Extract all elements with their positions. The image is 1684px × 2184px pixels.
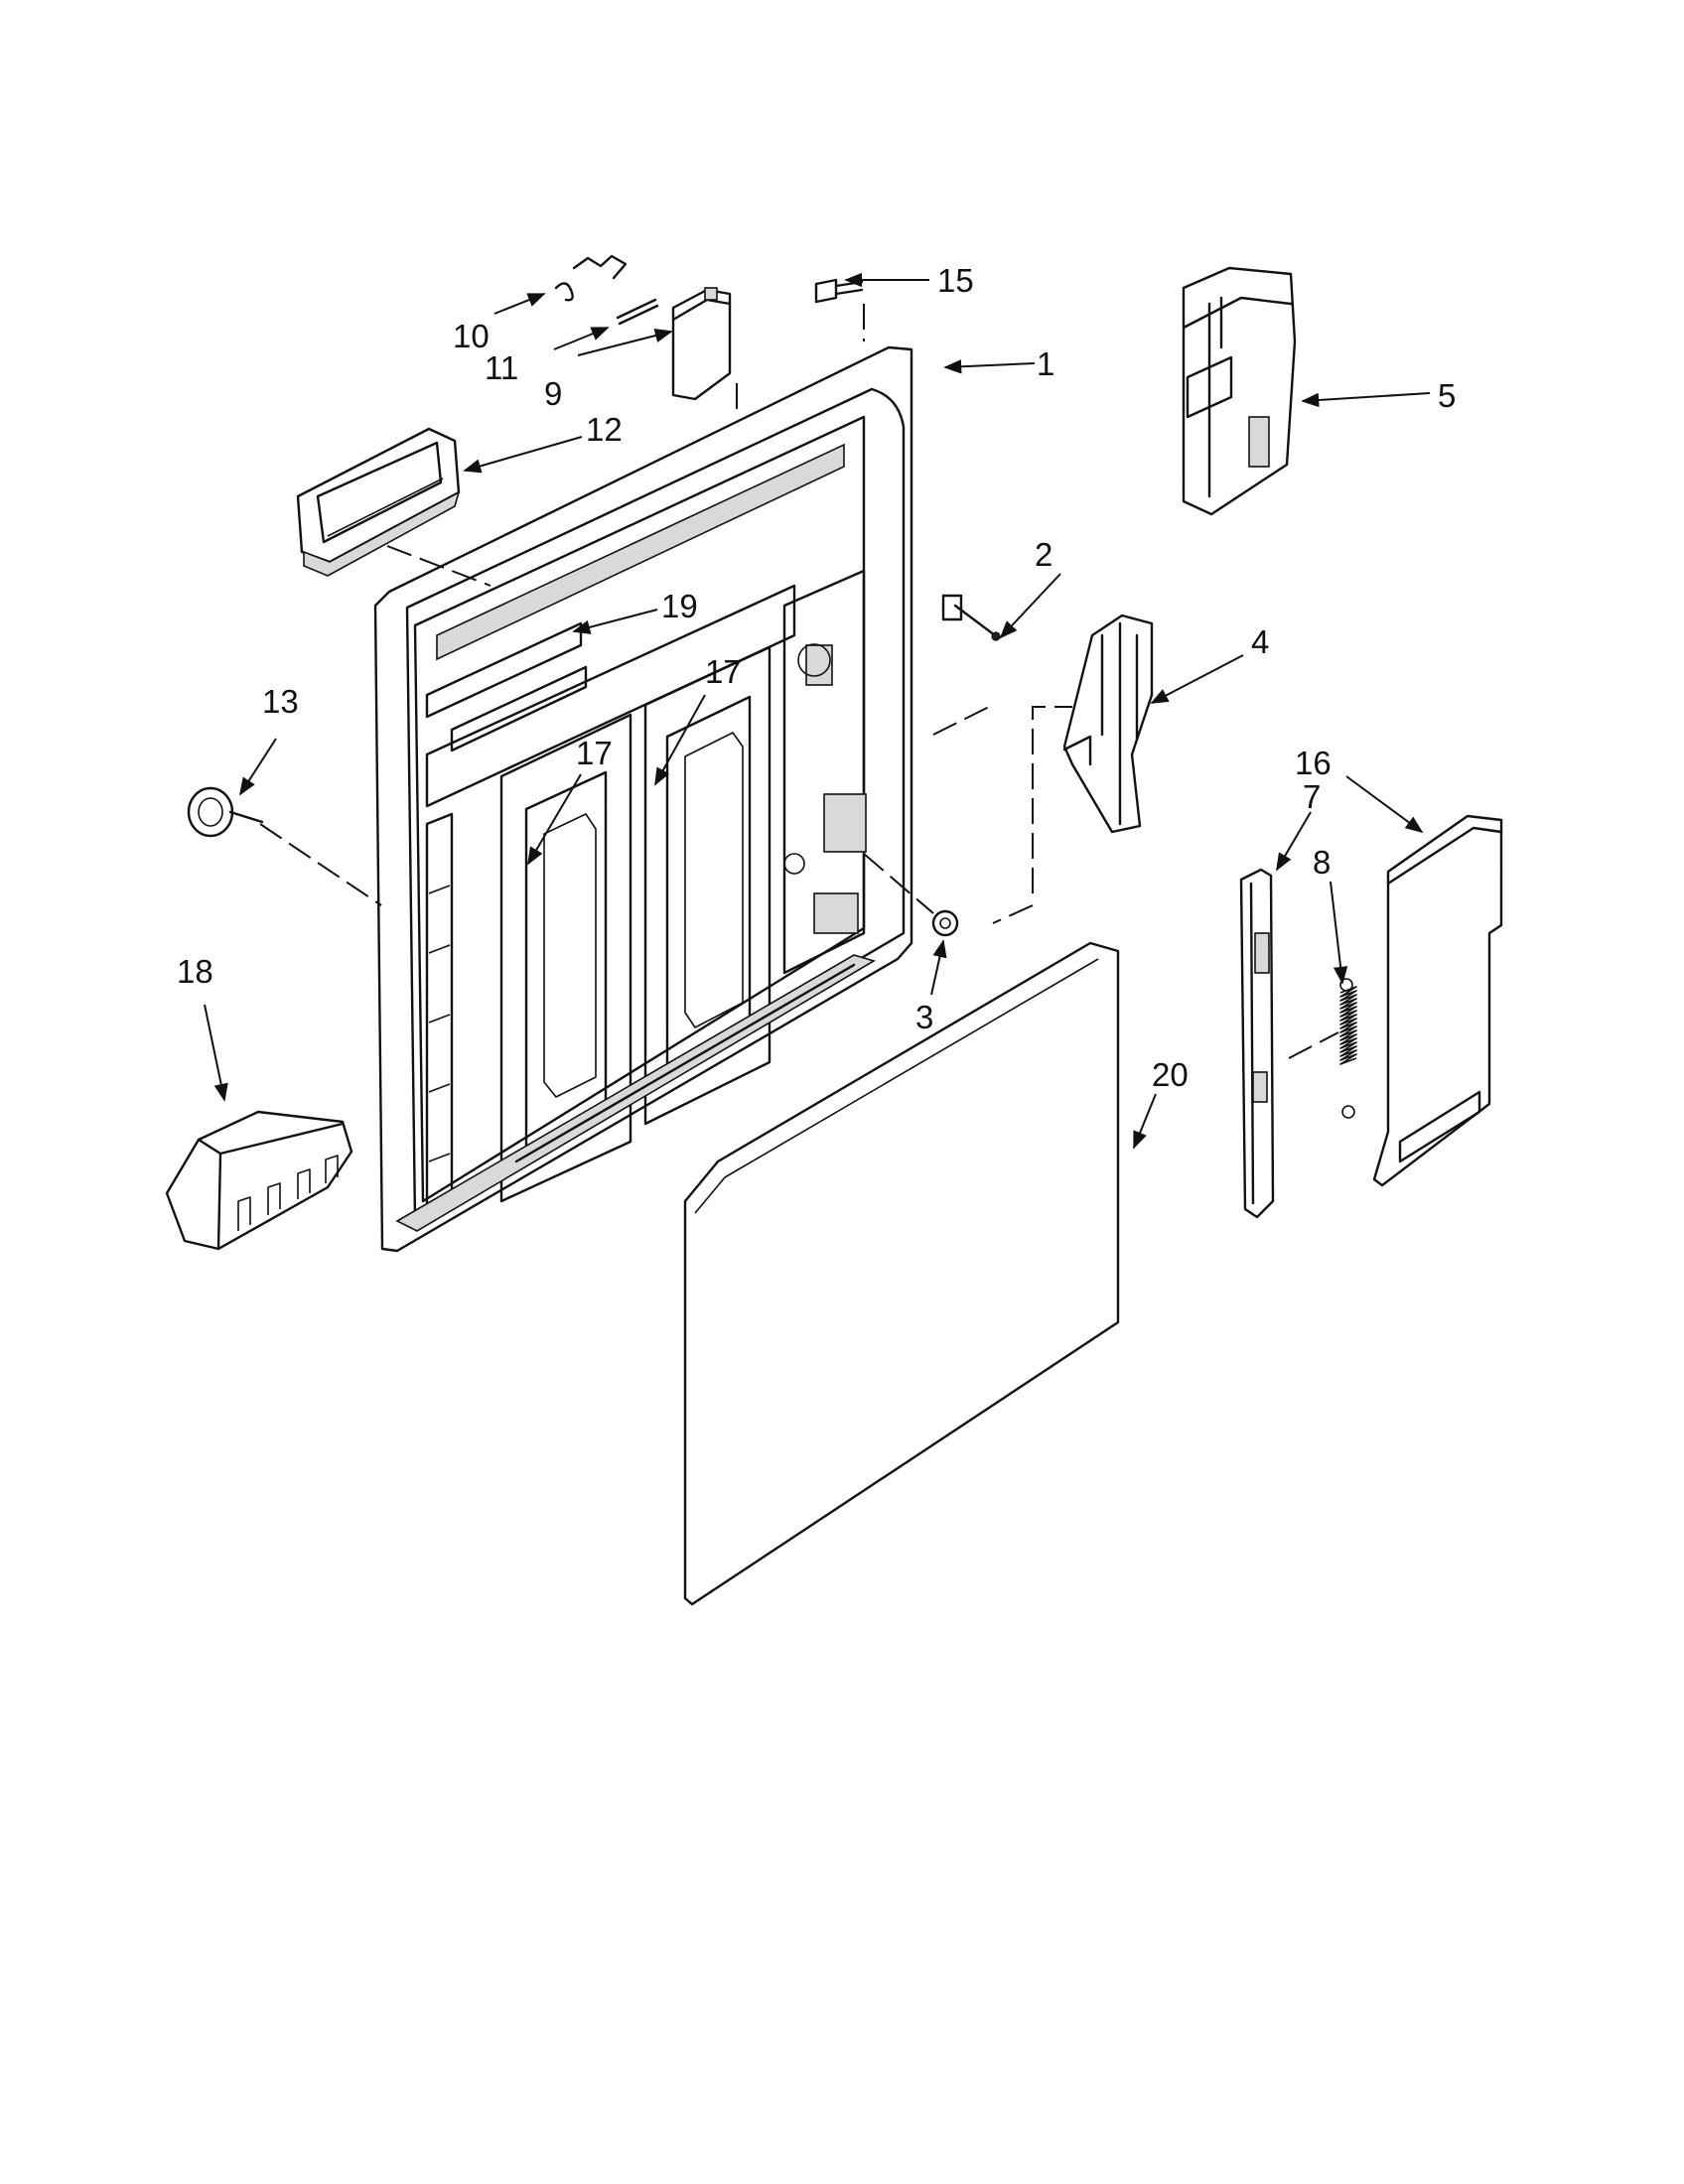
callout-16: 16 xyxy=(1295,745,1332,781)
callout-9: 9 xyxy=(544,375,562,412)
inner-door-panel xyxy=(373,345,913,1253)
spring-clip xyxy=(554,254,628,302)
door-panel-sheet xyxy=(683,941,1120,1606)
callout-12: 12 xyxy=(586,411,623,448)
pin xyxy=(941,594,1001,641)
screw xyxy=(814,278,864,304)
callout-7: 7 xyxy=(1303,778,1321,815)
callout-20: 20 xyxy=(1152,1056,1189,1093)
callout-17b: 17 xyxy=(576,735,613,771)
callout-13: 13 xyxy=(262,683,299,720)
callout-17a: 17 xyxy=(705,653,742,690)
nut xyxy=(931,909,959,937)
hinge-arm xyxy=(1239,868,1275,1219)
assembly-lines xyxy=(259,304,1339,1059)
vent-bracket xyxy=(296,427,461,577)
callout-1: 1 xyxy=(1037,345,1054,382)
foot-bracket xyxy=(165,1110,353,1251)
callout-3: 3 xyxy=(915,999,933,1035)
callout-labels: 1 2 3 4 5 7 8 9 10 11 12 13 15 16 17 17 … xyxy=(177,262,1456,1093)
latch-assembly xyxy=(1062,614,1154,834)
callout-19: 19 xyxy=(661,588,698,624)
callout-2: 2 xyxy=(1035,536,1052,573)
leader-arrows xyxy=(204,272,1431,1150)
control-housing xyxy=(1182,266,1297,516)
callout-4: 4 xyxy=(1251,623,1269,660)
callout-11: 11 xyxy=(485,349,518,386)
spring xyxy=(1339,978,1357,1119)
callout-8: 8 xyxy=(1313,844,1331,881)
callout-5: 5 xyxy=(1438,377,1456,414)
callout-15: 15 xyxy=(937,262,974,299)
knob xyxy=(187,786,264,838)
cover xyxy=(671,287,732,401)
side-trim xyxy=(1372,814,1503,1187)
callout-10: 10 xyxy=(453,318,490,354)
rod xyxy=(616,298,659,326)
callout-18: 18 xyxy=(177,953,213,990)
